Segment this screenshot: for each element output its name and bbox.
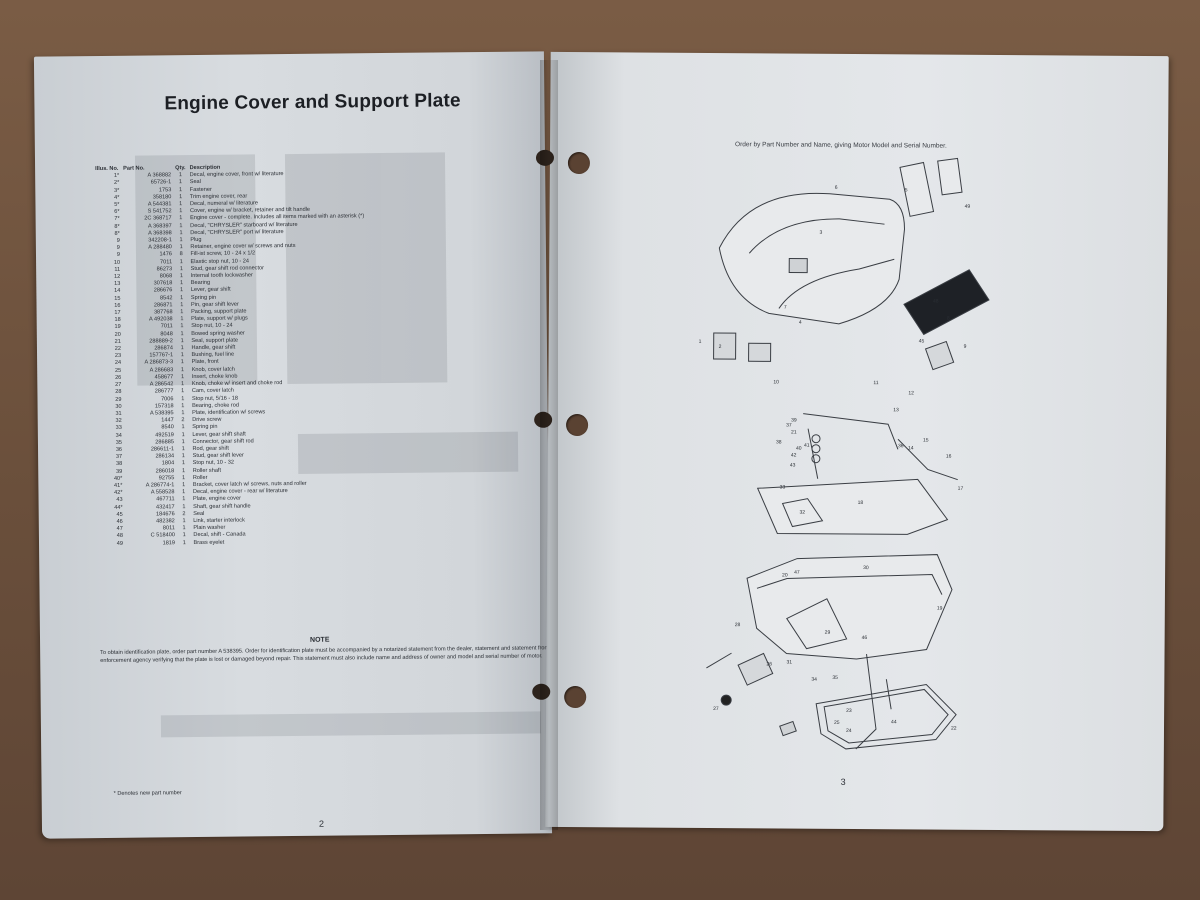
illus-no-cell: 49 — [116, 540, 124, 547]
callout-number: 9 — [964, 344, 967, 350]
chrysler-decal-drawing — [903, 269, 990, 371]
seal-gasket-drawing — [815, 683, 957, 750]
callout-number: 18 — [858, 500, 864, 506]
callout-number: 7 — [784, 304, 787, 310]
callout-number: 46 — [862, 635, 868, 641]
callout-number: 19 — [937, 606, 943, 612]
callout-number: 25 — [834, 720, 840, 726]
qty-cell: 1 — [182, 539, 186, 546]
part-no-cell: 1819 — [162, 539, 176, 546]
left-page: Engine Cover and Support Plate Illus. No… — [33, 51, 564, 839]
punch-hole-bottom — [564, 685, 587, 709]
callout-number: 21 — [791, 430, 797, 436]
right-page: Order by Part Number and Name, giving Mo… — [532, 51, 1169, 832]
callout-number: 1 — [699, 339, 702, 345]
callout-number: 49 — [965, 204, 971, 210]
callout-number: 32 — [799, 510, 805, 516]
page-title: Engine Cover and Support Plate — [164, 90, 461, 115]
parts-list-table: Illus. No. Part No. Qty. Description 1*A… — [95, 163, 372, 548]
callout-number: 24 — [846, 728, 852, 734]
callout-number: 12 — [908, 390, 914, 396]
part-no-cell: C 518400 — [150, 532, 175, 539]
callout-number: 22 — [951, 726, 957, 732]
callout-number: 47 — [794, 570, 800, 576]
callout-number: 28 — [735, 622, 741, 628]
footnote: * Denotes new part number — [113, 790, 182, 797]
callout-number: 10 — [773, 379, 779, 385]
callout-number: 35 — [832, 675, 838, 681]
engine-cover-drawing — [718, 192, 905, 325]
callout-number: 14 — [908, 445, 914, 451]
callout-number: 44 — [891, 719, 897, 725]
callout-number: 43 — [790, 463, 796, 469]
callout-number: 42 — [791, 453, 797, 459]
page-number-left: 2 — [318, 818, 325, 829]
lower-cover-pan-drawing — [746, 554, 953, 660]
choke-knob-drawing — [706, 652, 797, 737]
callout-number: 16 — [946, 454, 952, 460]
note-heading: NOTE — [310, 636, 330, 644]
callout-number: 45 — [919, 338, 925, 344]
callout-number: 33 — [780, 484, 786, 490]
callout-number: 2 — [719, 344, 722, 350]
callout-number: 30 — [863, 565, 869, 571]
callout-number: 36 — [898, 443, 904, 449]
callout-number: 39 — [791, 418, 797, 424]
punch-hole-middle — [566, 413, 589, 437]
rear-cover-drawing — [899, 157, 963, 217]
callout-number: 41 — [804, 443, 810, 449]
gear-shift-linkage-drawing — [803, 413, 958, 481]
callout-number: 37 — [786, 423, 792, 429]
support-plate-drawing — [756, 478, 949, 535]
front-plate-drawing — [713, 332, 772, 362]
callout-number: 26 — [766, 661, 772, 667]
page-number-right: 3 — [840, 776, 846, 787]
shift-rod-drawing — [855, 654, 892, 750]
callout-number: 4 — [799, 320, 802, 326]
callout-number: 34 — [811, 677, 817, 683]
callout-number: 23 — [846, 708, 852, 714]
callout-number: 40 — [796, 446, 802, 452]
callout-number: 20 — [782, 572, 788, 578]
callout-number: 5 — [905, 187, 908, 193]
booklet-spread: Engine Cover and Support Plate Illus. No… — [30, 40, 1180, 839]
callout-number: 6 — [835, 185, 838, 191]
callout-number: 48 — [933, 299, 939, 305]
callout-number: 11 — [873, 380, 878, 386]
punch-hole-top — [567, 151, 591, 175]
callout-number: 15 — [923, 437, 929, 443]
callout-number: 17 — [958, 486, 964, 492]
callout-number: 8 — [947, 316, 950, 322]
callout-number: 13 — [893, 407, 899, 413]
part-no-cell: 2C 368717 — [144, 215, 172, 222]
callout-number: 3 — [819, 230, 822, 236]
callout-number: 29 — [825, 630, 831, 636]
callout-number: 38 — [776, 439, 782, 445]
binding-gutter — [540, 60, 558, 830]
callout-number: 31 — [786, 660, 792, 666]
callout-number: 27 — [713, 706, 719, 712]
